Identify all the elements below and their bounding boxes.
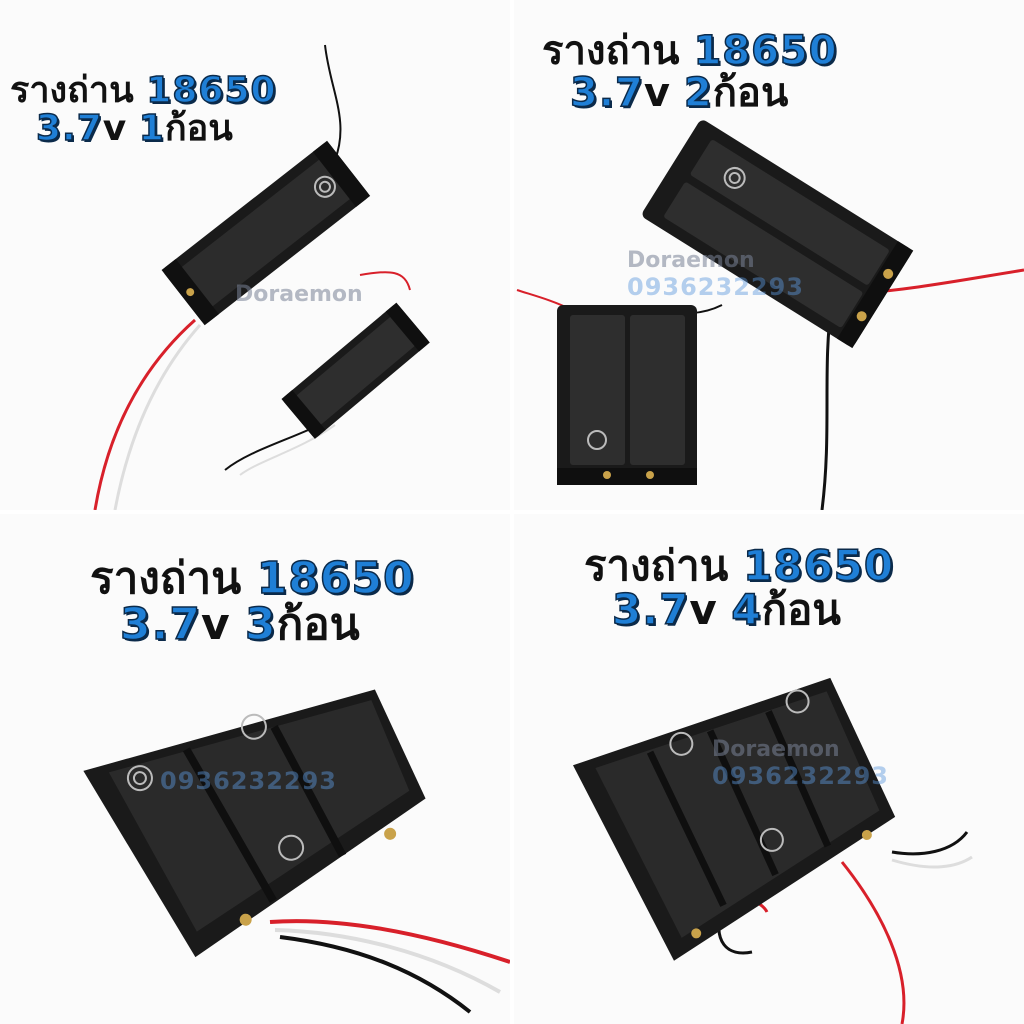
panel-divider-horizontal: [0, 510, 1024, 514]
watermark-2: Doraemon 0936232293: [627, 248, 804, 301]
watermark-name: Doraemon: [627, 248, 755, 273]
panel-2-cell-holder: รางถ่าน 18650 3.7v 2ก้อน Doraemon 093623…: [512, 0, 1024, 512]
panel-3-caption: รางถ่าน 18650 3.7v 3ก้อน: [90, 553, 415, 651]
caption-title: รางถ่าน: [542, 28, 694, 74]
caption-count-unit: ก้อน: [276, 599, 360, 651]
caption-model-number: 18650: [146, 70, 277, 111]
caption-model-number: 18650: [693, 28, 838, 74]
caption-count-unit: ก้อน: [761, 585, 842, 635]
caption-title: รางถ่าน: [584, 541, 743, 590]
caption-cell-count: 4: [731, 585, 762, 635]
panel-1-cell-holder: รางถ่าน 18650 3.7v 1ก้อน Doraemon: [0, 0, 512, 512]
holder-2-illustration: [516, 120, 1024, 511]
caption-count-unit: ก้อน: [712, 70, 789, 116]
watermark-4: Doraemon 0936232293: [712, 737, 889, 790]
panel-1-caption: รางถ่าน 18650 3.7v 1ก้อน: [10, 70, 277, 149]
caption-voltage: 3.7: [569, 70, 644, 116]
holder-1-illustration: [93, 44, 430, 511]
caption-cell-count: 1: [138, 107, 165, 149]
watermark-3: 0936232293: [160, 767, 337, 795]
watermark-name: Doraemon: [712, 737, 840, 762]
caption-voltage: 3.7: [35, 107, 103, 149]
holder-3-illustration: [83, 689, 511, 1014]
holder-4-illustration: [573, 677, 973, 1024]
panel-2-caption: รางถ่าน 18650 3.7v 2ก้อน: [542, 28, 838, 116]
caption-volt-unit: v: [643, 70, 684, 116]
panel-4-caption: รางถ่าน 18650 3.7v 4ก้อน: [584, 541, 895, 635]
watermark-name: Doraemon: [235, 282, 363, 307]
watermark-phone: 0936232293: [627, 273, 804, 301]
caption-voltage: 3.7: [119, 599, 201, 651]
caption-title: รางถ่าน: [90, 553, 257, 604]
caption-model-number: 18650: [742, 541, 895, 590]
caption-title: รางถ่าน: [10, 70, 147, 111]
caption-model-number: 18650: [256, 553, 415, 604]
caption-volt-unit: v: [200, 599, 245, 651]
watermark-phone: 0936232293: [712, 762, 889, 790]
caption-count-unit: ก้อน: [164, 107, 233, 149]
panel-3-cell-holder: รางถ่าน 18650 3.7v 3ก้อน 0936232293: [0, 512, 512, 1024]
panel-4-cell-holder: รางถ่าน 18650 3.7v 4ก้อน Doraemon 093623…: [512, 512, 1024, 1024]
caption-voltage: 3.7: [611, 585, 690, 635]
caption-cell-count: 3: [244, 599, 277, 651]
caption-volt-unit: v: [689, 585, 732, 635]
caption-volt-unit: v: [102, 107, 139, 149]
caption-cell-count: 2: [683, 70, 713, 116]
watermark-1: Doraemon: [235, 282, 363, 307]
watermark-phone: 0936232293: [160, 767, 337, 795]
